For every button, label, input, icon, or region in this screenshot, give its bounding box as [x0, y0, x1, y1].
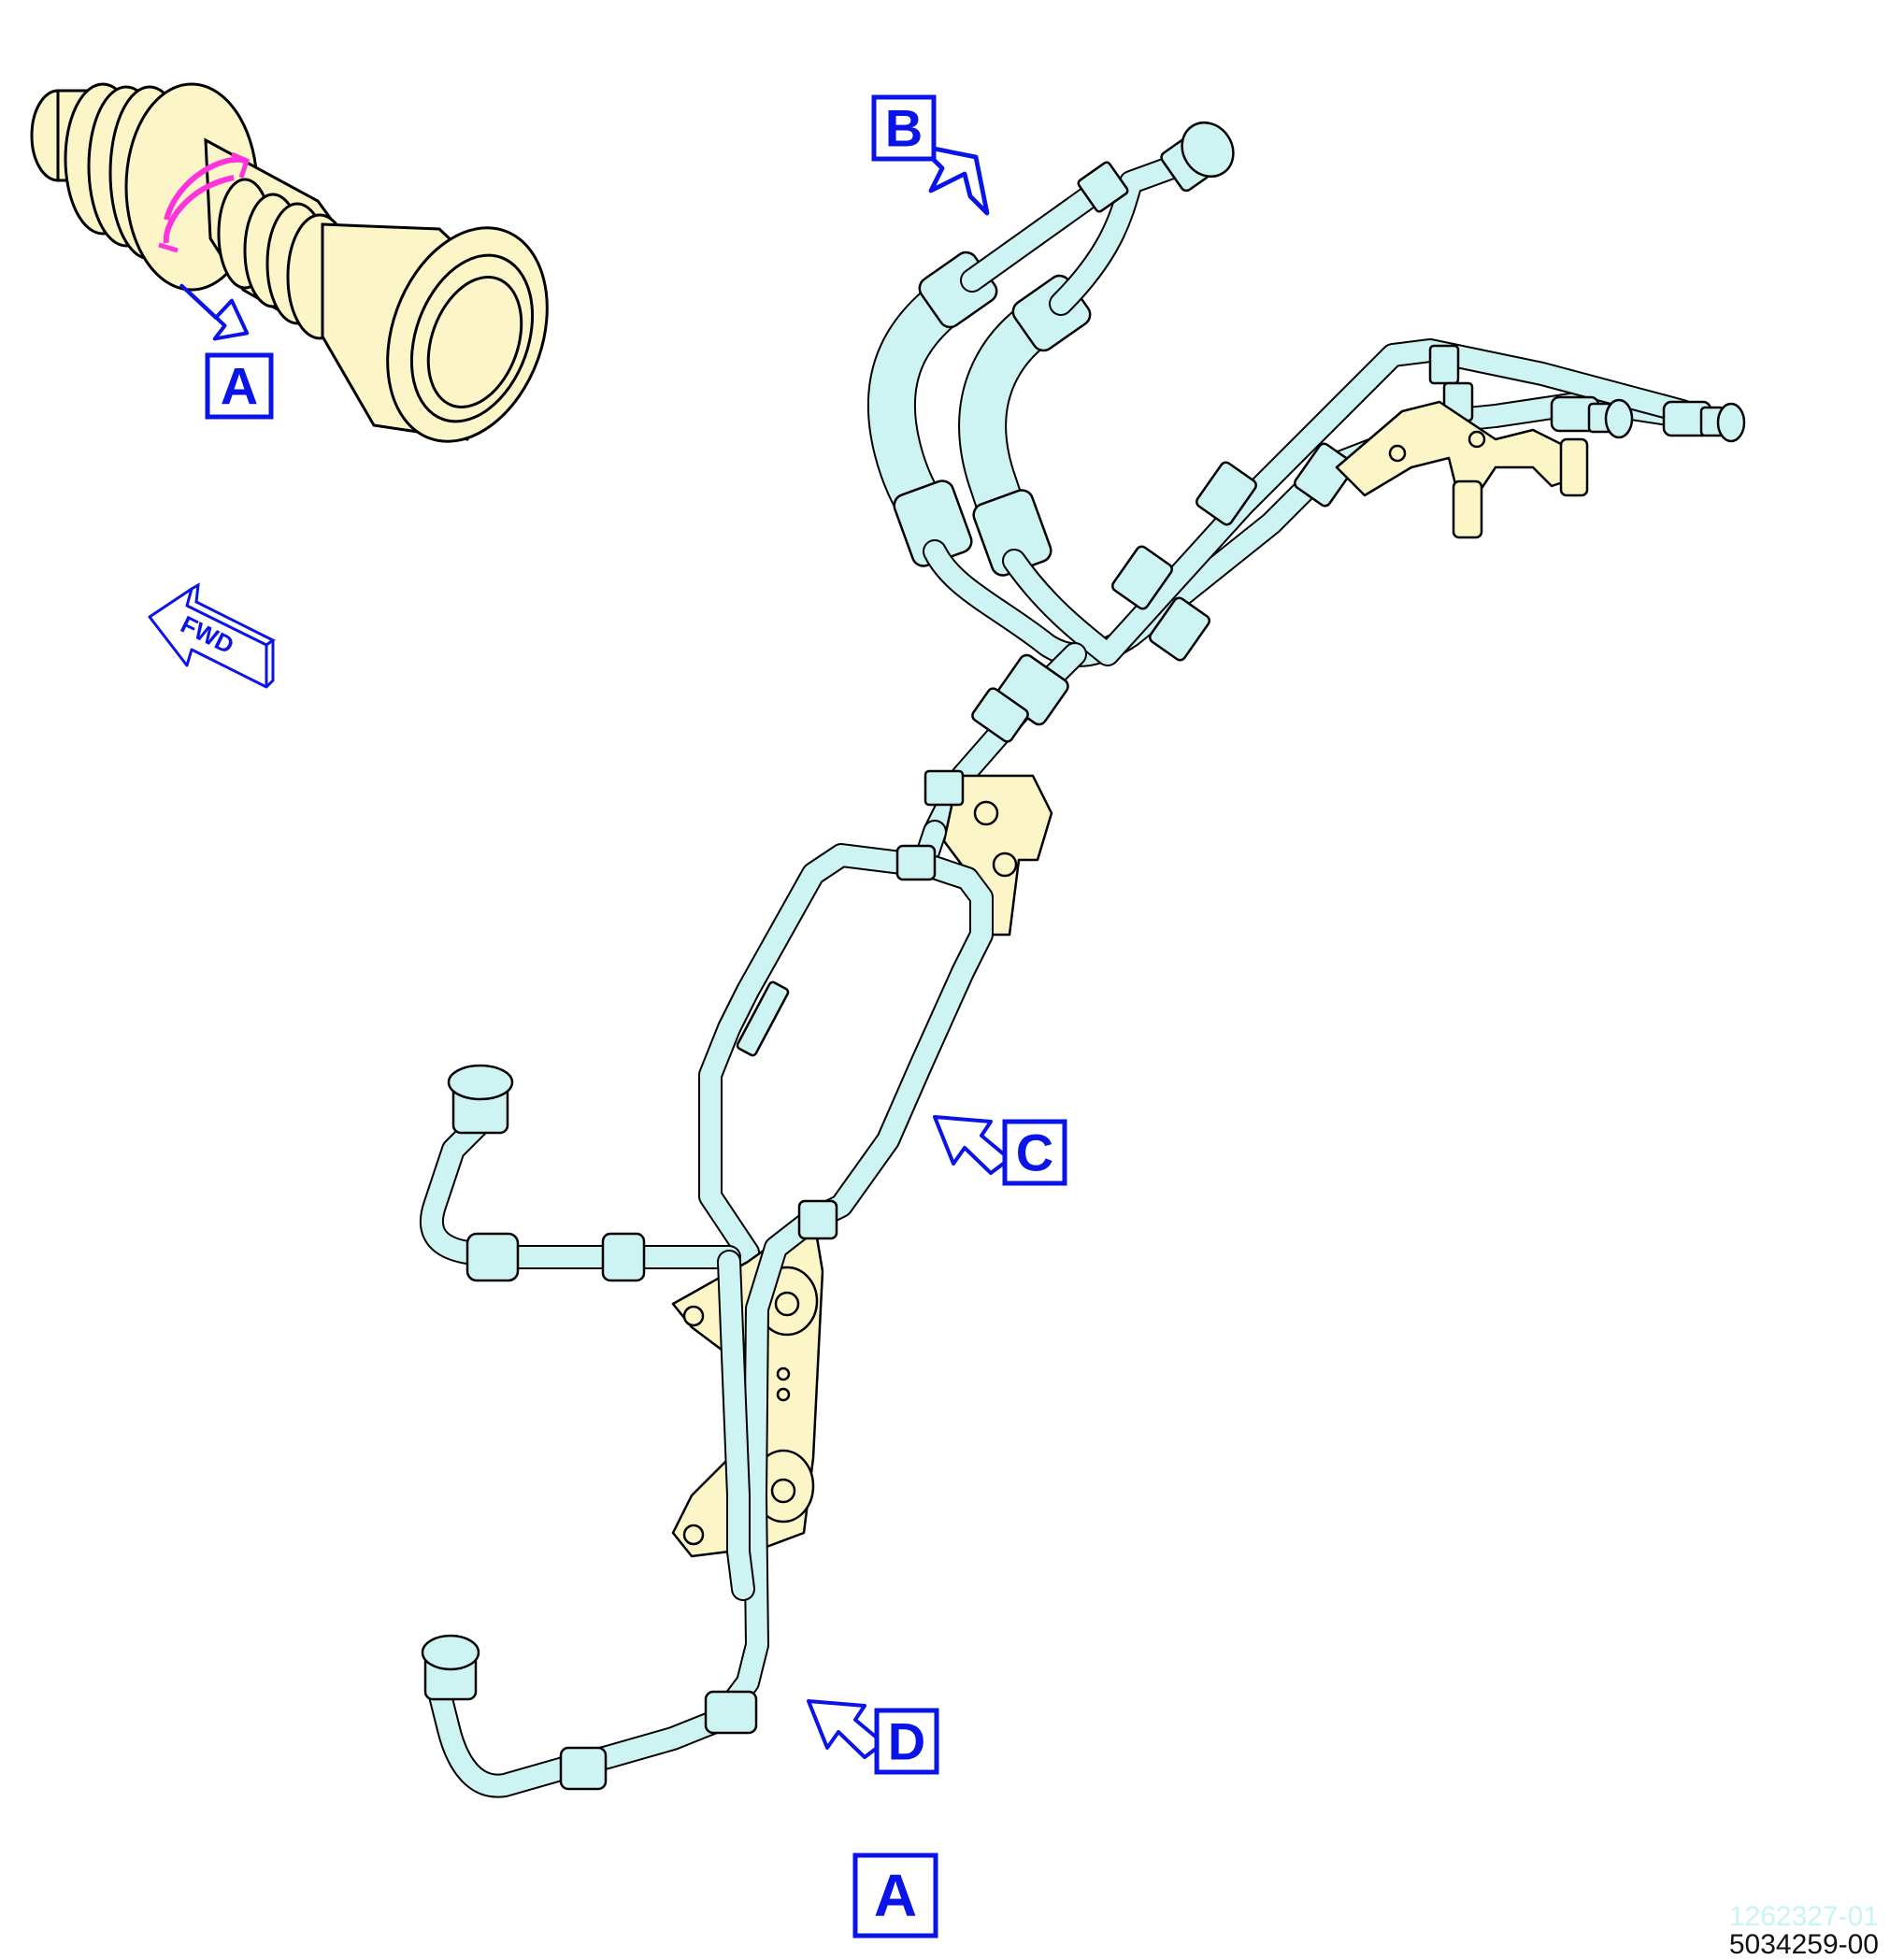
callout-b: B: [871, 94, 937, 162]
fwd-direction-arrow: FWD: [148, 582, 276, 689]
svg-text:B: B: [885, 99, 923, 158]
svg-text:A: A: [221, 357, 258, 416]
lower-plate-bracket: [671, 1213, 824, 1558]
view-arrow-a-top: [179, 283, 250, 341]
svg-text:D: D: [888, 1712, 925, 1771]
view-arrow-c: [933, 1115, 1011, 1175]
callout-c: C: [1002, 1119, 1067, 1186]
drawing-number-faint: 1262327-01: [1729, 1901, 1879, 1932]
upper-tubes: [960, 122, 1235, 316]
view-arrow-d: [807, 1699, 885, 1759]
callout-a-top: A: [205, 352, 274, 420]
upper-right-bracket: [1335, 400, 1589, 539]
highlight-weld-ring: [158, 151, 251, 253]
callout-a-bottom: A: [852, 1853, 938, 1939]
mid-tubes: [923, 338, 1746, 844]
detail-a-fitting: [30, 82, 549, 443]
left-branch-upper: [419, 1064, 741, 1282]
svg-text:A: A: [874, 1862, 917, 1929]
upper-hoses: [866, 250, 1092, 577]
drawing-number-main: 5034259-00: [1729, 1929, 1879, 1960]
callout-d: D: [874, 1708, 939, 1775]
view-arrow-b: [917, 143, 990, 216]
mid-bracket: [924, 769, 1053, 937]
lower-tubes: [421, 1199, 838, 1798]
main-loop-tubes: [698, 820, 994, 1274]
svg-text:C: C: [1016, 1123, 1053, 1182]
